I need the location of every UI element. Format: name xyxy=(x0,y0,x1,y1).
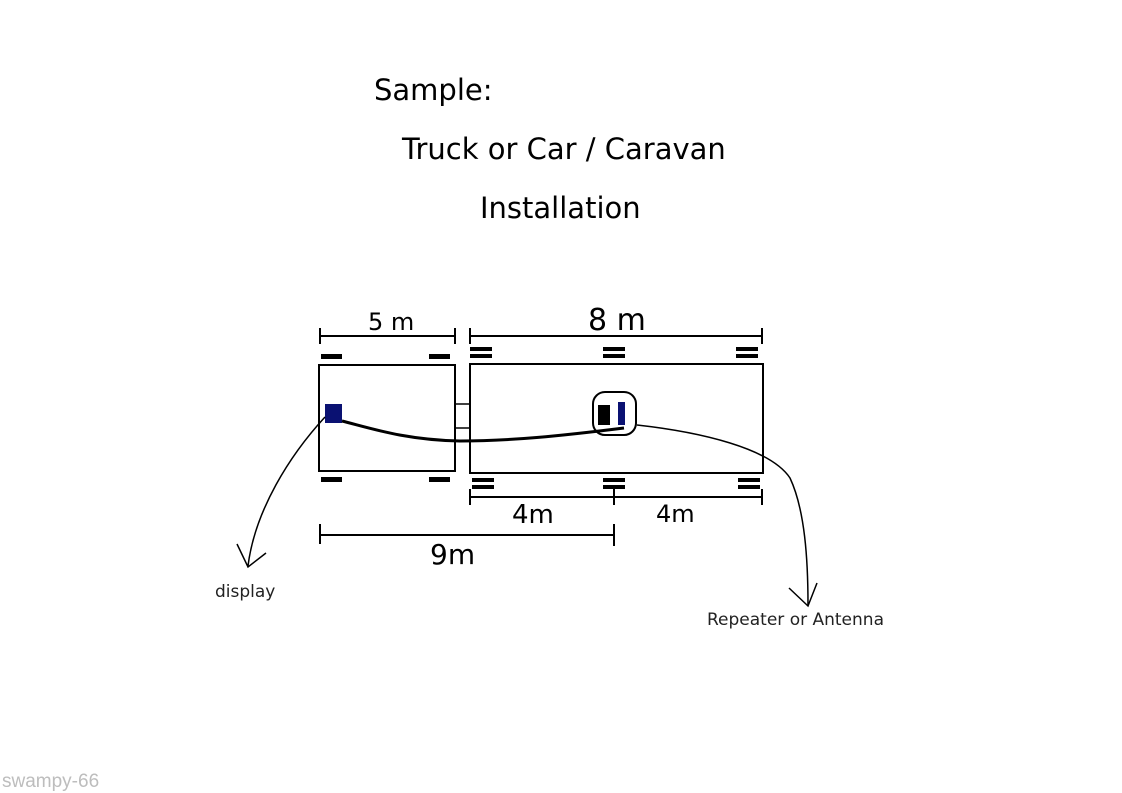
display-arrowhead xyxy=(236,543,267,569)
display-unit-icon xyxy=(325,404,342,423)
hitch-connector xyxy=(454,403,471,429)
wheel-icon xyxy=(470,347,492,351)
title-line-1: Sample: xyxy=(374,73,493,107)
wheel-icon xyxy=(321,354,342,359)
dim-label-caravan-rear: 4m xyxy=(656,500,695,528)
caravan-body xyxy=(469,363,764,474)
antenna-icon xyxy=(618,402,625,425)
dim-label-9m: 9m xyxy=(430,538,476,571)
caravan-wheels xyxy=(470,347,760,489)
wheel-icon xyxy=(472,478,494,482)
display-callout-label: display xyxy=(215,582,276,602)
dim-line-caravan xyxy=(469,328,763,344)
display-callout-line xyxy=(247,416,326,567)
dim-label-caravan: 8 m xyxy=(588,303,646,338)
wheel-icon xyxy=(429,354,450,359)
cable-line xyxy=(341,419,625,443)
title-line-2: Truck or Car / Caravan xyxy=(402,132,726,166)
wheel-icon xyxy=(603,478,625,482)
repeater-unit-icon xyxy=(598,405,610,425)
dim-line-truck xyxy=(319,328,456,344)
wheel-icon xyxy=(321,477,342,482)
wheel-icon xyxy=(603,347,625,351)
wheel-icon xyxy=(736,347,758,351)
wheel-icon xyxy=(738,478,760,482)
watermark: swampy-66 xyxy=(2,771,100,792)
wheel-icon xyxy=(429,477,450,482)
repeater-callout-label: Repeater or Antenna xyxy=(707,610,884,630)
repeater-arrowhead xyxy=(788,582,818,608)
repeater-callout-line xyxy=(636,424,809,606)
dim-line-9m xyxy=(319,524,615,546)
title-line-3: Installation xyxy=(480,191,641,225)
dim-line-caravan-halves xyxy=(469,489,763,505)
repeater-enclosure xyxy=(592,391,637,436)
dim-label-caravan-front: 4m xyxy=(512,500,554,530)
truck-wheels xyxy=(321,354,450,482)
dim-label-truck: 5 m xyxy=(368,308,415,336)
